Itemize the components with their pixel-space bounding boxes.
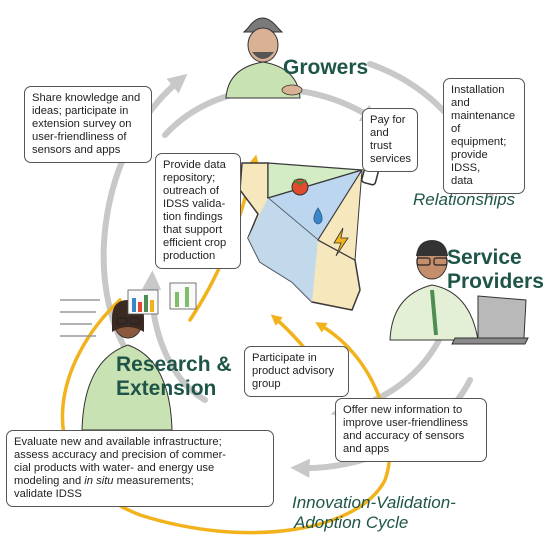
box-data-repository: Provide data repository; outreach of IDS… [155, 153, 241, 269]
box-line: extension survey on [32, 118, 132, 130]
box-pay-for-services: Pay for and trust services [362, 108, 418, 172]
service-providers-title: Service Providers [447, 246, 544, 294]
box-line: data [451, 175, 473, 187]
box-line: validate IDSS [14, 488, 82, 500]
box-line: production [163, 250, 216, 262]
box-share-knowledge: Share knowledge and ideas; participate i… [24, 86, 152, 163]
box-text-segment: modeling and [14, 475, 82, 487]
box-line: repository; [163, 172, 216, 184]
laptop-icon [451, 295, 529, 345]
box-line: cial products with water- and energy use [14, 462, 215, 474]
box-line: product advisory [252, 365, 335, 377]
box-evaluate: Evaluate new and available infrastructur… [6, 430, 274, 507]
box-text-segment: measurements; [113, 475, 194, 487]
innovation-cycle-label-line2: Adoption Cycle [294, 513, 409, 532]
box-line: sensors and apps [32, 144, 121, 156]
box-line: services [370, 153, 412, 165]
box-line: and accuracy of sensors [343, 430, 465, 442]
box-line: user-friendliness of [32, 131, 127, 143]
box-advisory-group: Participate in product advisory group [244, 346, 349, 397]
box-line: efficient crop [163, 237, 227, 249]
box-line: outreach of [163, 185, 219, 197]
service-providers-title-line1: Service [447, 246, 522, 269]
box-line: assess accuracy and precision of commer- [14, 449, 227, 461]
box-line: IDSS valida- [163, 198, 226, 210]
box-text-italic: in situ [84, 475, 114, 487]
water-drop-icon [313, 207, 323, 225]
box-new-information: Offer new information to improve user-fr… [335, 398, 487, 462]
box-installation: Installation and maintenance of equipmen… [443, 78, 525, 194]
california-map [239, 162, 364, 311]
box-line: and [451, 97, 470, 109]
box-line: Share knowledge and [32, 92, 141, 104]
relationships-label: Relationships [413, 190, 516, 209]
research-extension-title-line2: Extension [116, 377, 217, 400]
tomato-icon [291, 178, 309, 196]
charts-icon [60, 282, 197, 337]
box-line: and apps [343, 443, 390, 455]
box-line: Evaluate new and available infrastructur… [14, 436, 222, 448]
box-line: Provide data [163, 159, 226, 171]
box-line: provide IDSS, [451, 149, 488, 174]
box-line: ideas; participate in [32, 105, 129, 117]
service-providers-title-line2: Providers [447, 270, 544, 293]
box-line: maintenance [451, 110, 516, 122]
innovation-cycle-label-line1: Innovation-Validation- [292, 493, 456, 512]
growers-title: Growers [283, 56, 369, 79]
box-line: Participate in [252, 352, 317, 364]
innovation-cycle-label: Innovation-Validation- Adoption Cycle [292, 493, 456, 533]
grower-figure [225, 17, 303, 99]
lightning-icon [333, 227, 349, 257]
box-line: Installation [451, 84, 505, 96]
box-line: improve user-friendliness [343, 417, 468, 429]
research-extension-title-line1: Research & [116, 353, 232, 376]
box-line: Pay for [370, 114, 406, 126]
box-line: Offer new information to [343, 404, 463, 416]
box-line: and trust [370, 127, 392, 152]
box-line: modeling and in situ measurements; [14, 475, 266, 488]
box-line: that support [163, 224, 223, 236]
box-line: tion findings [163, 211, 223, 223]
box-line: group [252, 378, 281, 390]
research-extension-title: Research & Extension [116, 353, 232, 401]
box-line: of equipment; [451, 123, 507, 148]
service-provider-figure [389, 240, 479, 341]
